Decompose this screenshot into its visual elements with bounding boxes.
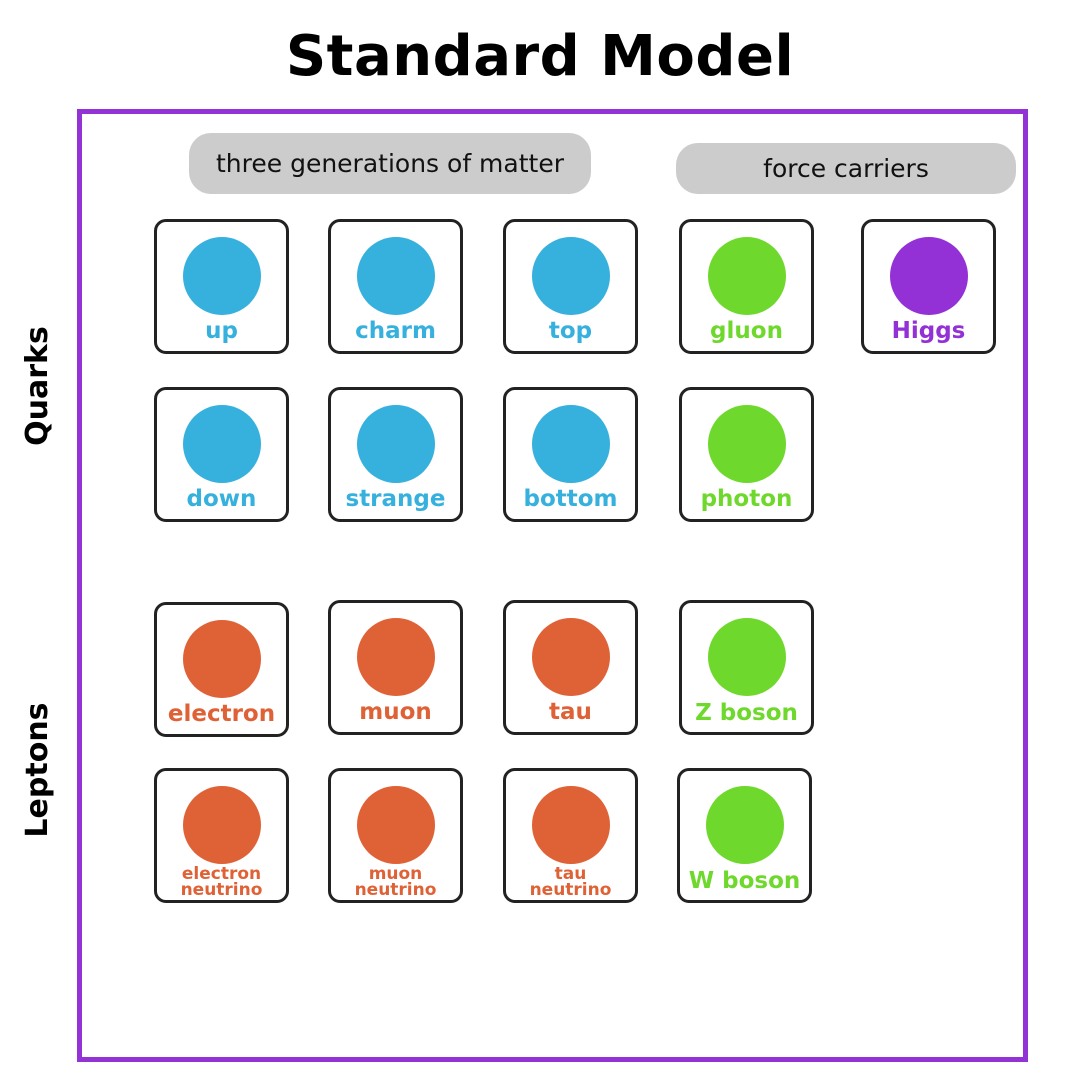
particle-card-tau-neutrino: tau neutrino <box>503 768 638 903</box>
particle-card-electron: electron <box>154 602 289 737</box>
generations-header: three generations of matter <box>189 133 591 194</box>
particle-label: Z boson <box>695 700 798 726</box>
particle-label: tau <box>549 699 592 725</box>
particle-card-strange: strange <box>328 387 463 522</box>
particle-card-up: up <box>154 219 289 354</box>
particle-dot <box>356 618 435 696</box>
particle-label: charm <box>355 318 436 344</box>
particle-card-electron-neutrino: electron neutrino <box>154 768 289 903</box>
particle-dot <box>182 237 261 315</box>
particle-label: top <box>548 318 593 344</box>
particle-dot <box>531 405 610 483</box>
page-title: Standard Model <box>285 24 795 89</box>
particle-card-higgs: Higgs <box>861 219 996 354</box>
particle-card-down: down <box>154 387 289 522</box>
particle-dot <box>707 618 786 696</box>
particle-card-top: top <box>503 219 638 354</box>
particle-card-muon-neutrino: muon neutrino <box>328 768 463 903</box>
particle-dot <box>356 237 435 315</box>
particle-dot <box>531 786 610 864</box>
particle-dot <box>707 405 786 483</box>
particle-label-line-1: tau <box>554 864 587 884</box>
particle-label: bottom <box>523 486 618 512</box>
quarks-label: Quarks <box>20 326 55 446</box>
particle-card-tau: tau <box>503 600 638 735</box>
particle-dot <box>531 618 610 696</box>
particle-label: Higgs <box>891 318 966 344</box>
particle-card-charm: charm <box>328 219 463 354</box>
particle-label: muon <box>359 699 432 725</box>
leptons-label: Leptons <box>20 702 55 838</box>
particle-card-z-boson: Z boson <box>679 600 814 735</box>
particle-card-muon: muon <box>328 600 463 735</box>
particle-label: electron neutrino <box>151 864 292 900</box>
particle-label: strange <box>345 486 446 512</box>
particle-dot <box>356 786 435 864</box>
particle-label: photon <box>700 486 793 512</box>
particle-dot <box>531 237 610 315</box>
particle-dot <box>707 237 786 315</box>
particle-label-line-1: electron <box>181 864 262 884</box>
particle-label: tau neutrino <box>500 864 641 900</box>
force-carriers-header: force carriers <box>676 143 1016 194</box>
particle-dot <box>182 405 261 483</box>
particle-label: electron <box>167 701 276 727</box>
particle-label: up <box>205 318 238 344</box>
particle-dot <box>356 405 435 483</box>
particle-label-line-2: neutrino <box>354 880 437 900</box>
diagram-frame <box>77 109 1028 1062</box>
particle-label-line-2: neutrino <box>529 880 612 900</box>
particle-card-bottom: bottom <box>503 387 638 522</box>
particle-card-photon: photon <box>679 387 814 522</box>
particle-card-gluon: gluon <box>679 219 814 354</box>
particle-dot <box>705 786 784 864</box>
particle-dot <box>889 237 968 315</box>
particle-label-line-2: neutrino <box>180 880 263 900</box>
particle-dot <box>182 620 261 698</box>
particle-card-w-boson: W boson <box>677 768 812 903</box>
particle-label: W boson <box>688 868 801 894</box>
particle-label: muon neutrino <box>325 864 466 900</box>
particle-label: down <box>186 486 257 512</box>
particle-dot <box>182 786 261 864</box>
particle-label: gluon <box>710 318 783 344</box>
particle-label-line-1: muon <box>368 864 423 884</box>
